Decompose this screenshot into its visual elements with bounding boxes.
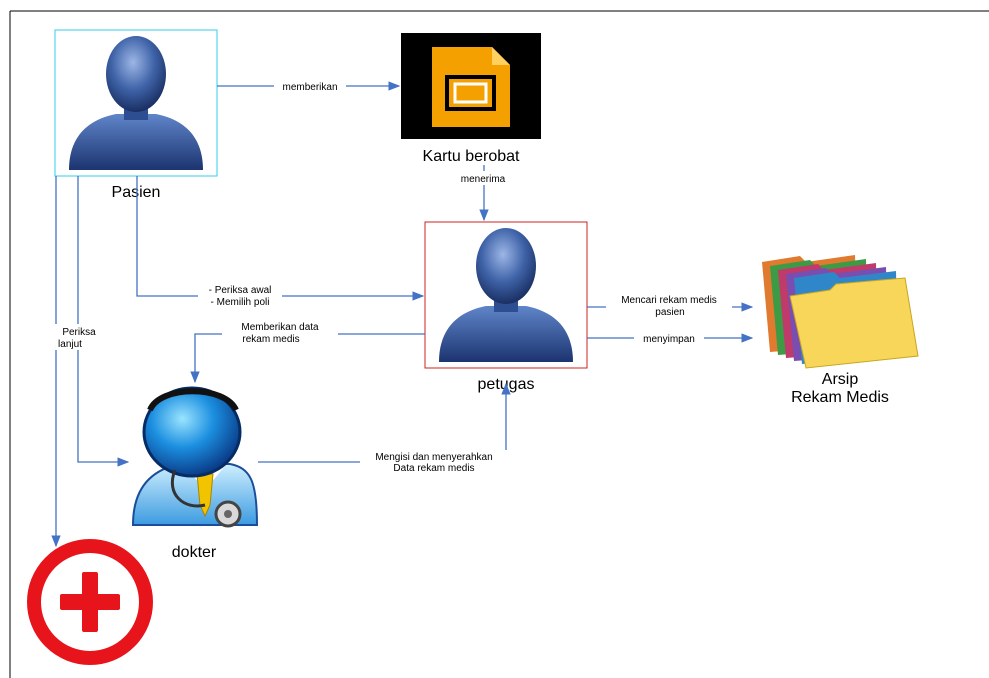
edge-label-memberikan: memberikan [282,82,337,93]
edge-label-mencari-2: pasien [655,307,684,318]
dokter-node: dokter [131,386,259,561]
person-silhouette-icon [69,36,203,170]
edge-label-periksa-lanjut-1: Periksa [62,327,96,338]
edge-label-periksa-awal-2: - Memilih poli [211,297,270,308]
edge-label-periksa-awal-1: - Periksa awal [209,285,272,296]
edge-label-menerima: menerima [461,174,506,185]
petugas-node: petugas [424,221,588,393]
edge-label-periksa-lanjut-2: lanjut [58,339,82,350]
kartu-label: Kartu berobat [423,148,521,165]
edge-label-mengisi-1: Mengisi dan menyerahkan [375,452,492,463]
pasien-label: Pasien [112,184,161,201]
edge-periksa-lanjut [77,176,130,467]
edge-label-memberikan-data-2: rekam medis [242,334,299,345]
edge-label-memberikan-data-1: Memberikan data [241,322,319,333]
doctor-stethoscope-icon [131,386,259,528]
kartu-node: Kartu berobat [401,33,541,165]
person-silhouette-icon [439,228,573,362]
edge-memberikan-data [190,333,425,384]
edge-periksa-awal [136,176,425,301]
folders-icon [762,255,919,369]
document-card-icon [432,47,510,127]
pasien-node: Pasien [54,29,218,201]
edge-label-mencari-1: Mencari rekam medis [621,295,717,306]
arsip-label-line1: Arsip [822,371,859,388]
arsip-node: Arsip Rekam Medis [762,255,919,406]
edge-label-mengisi-2: Data rekam medis [393,463,474,474]
hospital-node [27,539,153,665]
edge-label-menyimpan: menyimpan [643,334,695,345]
dokter-label: dokter [172,544,217,561]
hospital-cross-icon [27,539,153,665]
arsip-label-line2: Rekam Medis [791,389,889,406]
